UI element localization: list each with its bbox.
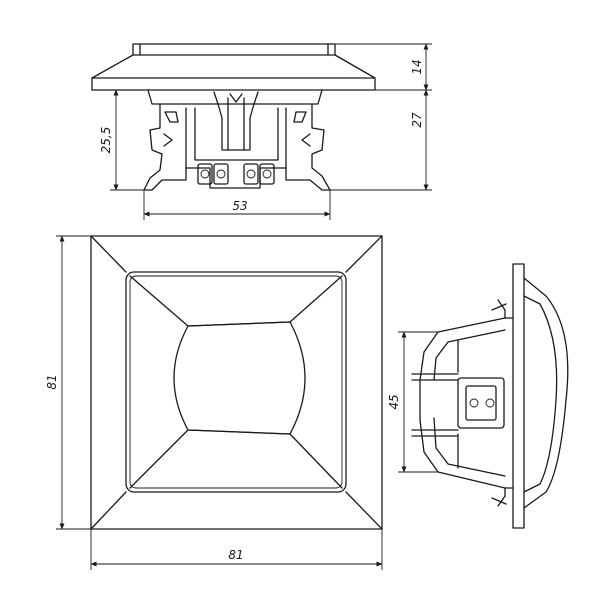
top-view-dimensions: 14 27 25,5 53: [92, 43, 432, 220]
dim-25-5: 25,5: [99, 127, 113, 154]
dim-45: 45: [387, 394, 401, 409]
side-view-dimensions: 45: [387, 331, 438, 473]
top-view: [91, 43, 376, 191]
dim-81-horizontal: 81: [228, 548, 243, 562]
front-view-dimensions: 81 81: [45, 235, 383, 570]
side-view: [411, 263, 569, 529]
dim-14: 14: [410, 59, 424, 74]
dim-53: 53: [232, 199, 247, 213]
dim-81-vertical: 81: [45, 374, 59, 389]
front-view: [90, 235, 383, 530]
dim-27: 27: [410, 112, 424, 128]
